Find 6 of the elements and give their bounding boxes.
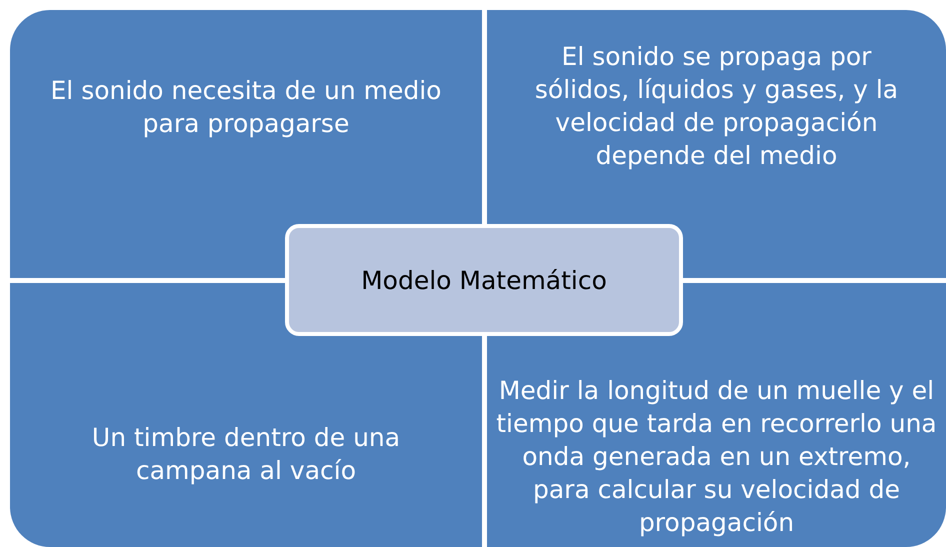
box-text: Un timbre dentro de una campana al vacío <box>90 422 402 487</box>
box-text: El sonido se propaga por sólidos, líquidos y gases, y la velocidad de propagación depende del medio <box>534 41 900 172</box>
box-text: El sonido necesita de un medio para propagarse <box>50 75 442 140</box>
box-text: Modelo Matemático <box>361 266 607 294</box>
box-text: Medir la longitud de un muelle y el tiempo que tarda en recorrerlo una onda generada en un extremo, para calcular su velocidad de propagación <box>495 375 938 539</box>
center-box <box>285 224 683 336</box>
